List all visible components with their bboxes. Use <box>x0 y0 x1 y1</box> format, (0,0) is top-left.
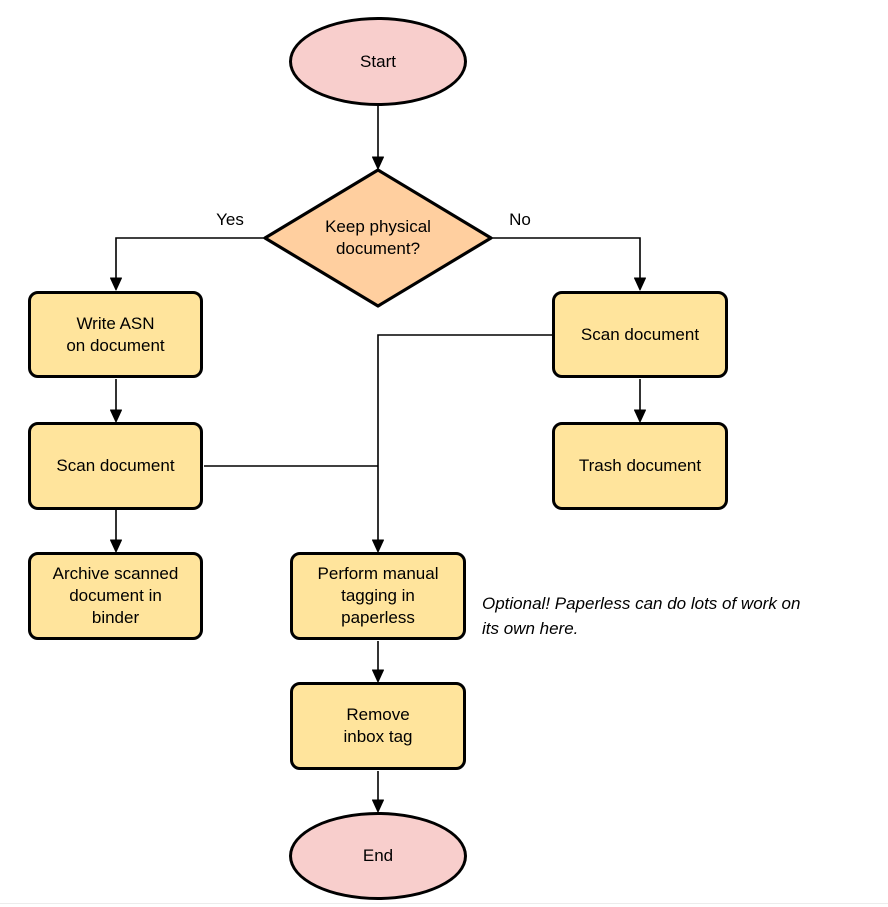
node-write-asn: Write ASN on document <box>28 291 203 378</box>
edge-label-no: No <box>509 210 531 229</box>
arrowhead-into-end <box>372 799 384 813</box>
decision-label-line: Keep physical <box>325 217 431 236</box>
arrowhead-into-decision <box>372 156 384 170</box>
node-archive-binder-label: Archive scanned document in binder <box>52 564 179 627</box>
edge-label-yes: Yes <box>216 210 244 229</box>
node-write-asn-label: Write ASN on document <box>66 313 165 355</box>
node-scan-document-right-label: Scan document <box>580 324 700 344</box>
node-trash-document: Trash document <box>552 422 728 510</box>
node-remove-inbox-tag: Remove inbox tag <box>290 682 466 770</box>
arrowhead-into-archive <box>110 539 122 553</box>
edge-yes-to-write-asn <box>115 237 265 280</box>
node-trash-document-label: Trash document <box>578 456 702 475</box>
arrowhead-into-write-asn <box>110 277 122 291</box>
arrowhead-into-remove <box>372 669 384 683</box>
arrowhead-into-scan-right <box>634 277 646 291</box>
bottom-divider <box>0 903 888 904</box>
decision-label-line: document? <box>335 239 421 258</box>
annotation-optional-note: Optional! Paperless can do lots of work … <box>482 594 801 638</box>
node-remove-inbox-tag-label: Remove inbox tag <box>343 705 413 746</box>
node-scan-document-right: Scan document <box>552 291 728 378</box>
arrowhead-into-perform <box>372 539 384 553</box>
node-archive-binder: Archive scanned document in binder <box>28 552 203 640</box>
arrowhead-into-scan-left <box>110 409 122 423</box>
node-perform-tagging-label: Perform manual tagging in paperless <box>317 564 439 627</box>
edge-scan-right-to-perform <box>377 334 552 542</box>
node-start-label: Start <box>360 51 396 71</box>
node-scan-document-left-label: Scan document <box>56 456 175 475</box>
node-start: Start <box>289 17 467 106</box>
node-perform-tagging: Perform manual tagging in paperless <box>290 552 466 640</box>
node-scan-document-left: Scan document <box>28 422 203 510</box>
edge-no-to-scan-right <box>491 237 641 280</box>
node-end-label: End <box>362 846 394 865</box>
decision-diamond-shape <box>263 168 493 308</box>
node-decision-label: Keep physical document? <box>288 216 468 260</box>
arrowhead-into-trash <box>634 409 646 423</box>
node-end: End <box>289 812 467 900</box>
